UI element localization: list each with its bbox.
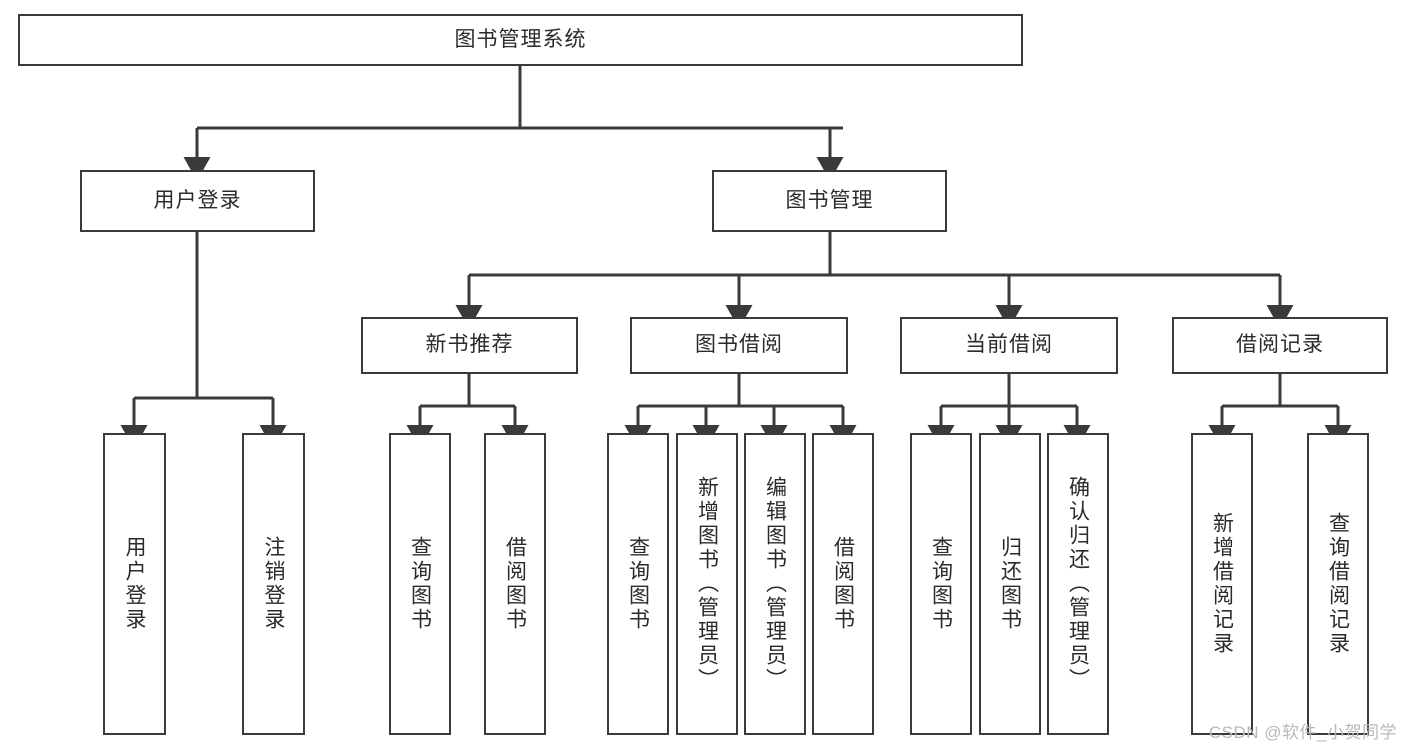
leaf-label: 编辑图书（管理员） [763,476,787,692]
leaf-label: 确认归还（管理员） [1066,476,1090,692]
leaf-label: 查询借阅记录 [1326,512,1350,656]
watermark-text: CSDN @软件_小贺同学 [1208,723,1397,742]
leaf-label: 查询图书 [408,536,432,632]
node-label: 当前借阅 [965,333,1053,357]
leaf-label: 借阅图书 [503,536,527,632]
leaf-user-login-login[interactable]: 用户登录 [103,433,166,735]
leaf-recommend-query-book[interactable]: 查询图书 [389,433,451,735]
leaf-borrow-add-book-admin[interactable]: 新增图书（管理员） [676,433,738,735]
leaf-label: 注销登录 [262,536,285,632]
leaf-label: 新增借阅记录 [1210,512,1234,656]
leaf-records-query-record[interactable]: 查询借阅记录 [1307,433,1369,735]
leaf-borrow-edit-book-admin[interactable]: 编辑图书（管理员） [744,433,806,735]
node-borrow-records[interactable]: 借阅记录 [1172,317,1388,374]
leaf-borrow-query-book[interactable]: 查询图书 [607,433,669,735]
node-label: 图书管理 [785,188,874,212]
leaf-label: 借阅图书 [831,536,855,632]
leaf-recommend-borrow-book[interactable]: 借阅图书 [484,433,546,735]
node-label: 新书推荐 [425,333,514,357]
leaf-borrow-borrow-book[interactable]: 借阅图书 [812,433,874,735]
node-current-borrow[interactable]: 当前借阅 [900,317,1118,374]
leaf-label: 新增图书（管理员） [695,476,719,692]
leaf-label: 查询图书 [626,536,650,632]
leaf-records-add-record[interactable]: 新增借阅记录 [1191,433,1253,735]
node-label: 借阅记录 [1236,333,1324,357]
node-book-borrow[interactable]: 图书借阅 [630,317,848,374]
node-label: 图书借阅 [695,333,783,357]
node-book-management[interactable]: 图书管理 [712,170,947,232]
leaf-user-login-logout[interactable]: 注销登录 [242,433,305,735]
node-new-book-recommend[interactable]: 新书推荐 [361,317,578,374]
leaf-label: 查询图书 [929,536,953,632]
leaf-current-query-book[interactable]: 查询图书 [910,433,972,735]
node-label: 图书管理系统 [454,27,587,51]
node-label: 用户登录 [153,188,242,212]
leaf-label: 归还图书 [998,536,1022,632]
leaf-current-confirm-return-admin[interactable]: 确认归还（管理员） [1047,433,1109,735]
leaf-label: 用户登录 [123,536,146,632]
node-user-login[interactable]: 用户登录 [80,170,315,232]
node-root-system[interactable]: 图书管理系统 [18,14,1023,66]
leaf-current-return-book[interactable]: 归还图书 [979,433,1041,735]
